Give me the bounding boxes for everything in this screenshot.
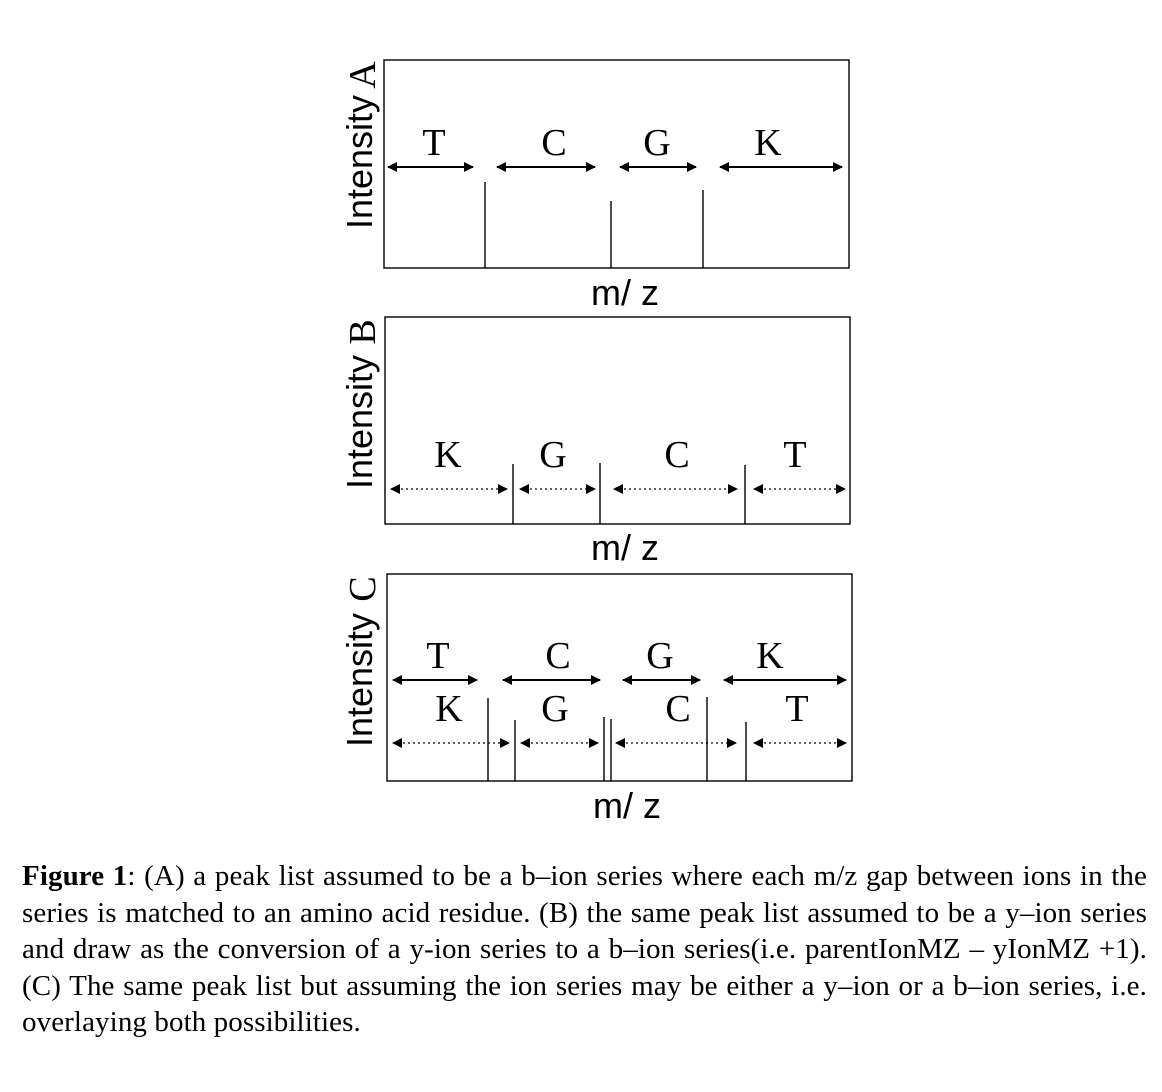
panel-letter: C <box>342 576 384 601</box>
caption-text: : (A) a peak list assumed to be a b–ion … <box>22 860 1147 1038</box>
figure-caption: Figure 1: (A) a peak list assumed to be … <box>22 858 1147 1041</box>
y-axis-label: Intensity <box>339 355 380 489</box>
panel-b: B Intensity m/ z K G C T <box>339 316 851 568</box>
residue-label: T <box>426 635 449 677</box>
x-axis-label: m/ z <box>593 785 661 826</box>
panel-frame <box>383 59 850 269</box>
caption-label: Figure 1 <box>22 860 128 892</box>
panel-letter: B <box>342 319 384 344</box>
residue-label: K <box>434 434 462 476</box>
residue-label: C <box>541 122 566 164</box>
residue-label: C <box>664 434 689 476</box>
panel-frame <box>386 573 853 782</box>
x-axis-label: m/ z <box>591 527 659 568</box>
residue-label: G <box>646 635 673 677</box>
panel-letter: A <box>342 61 384 89</box>
panel-a: A Intensity m/ z T C G K <box>339 59 850 313</box>
residue-label: K <box>754 122 782 164</box>
residue-label: K <box>435 688 463 730</box>
y-axis-label: Intensity <box>339 95 380 229</box>
residue-label: G <box>539 434 566 476</box>
residue-label: K <box>756 635 784 677</box>
residue-label: C <box>665 688 690 730</box>
residue-label: T <box>783 434 806 476</box>
residue-label: C <box>545 635 570 677</box>
residue-label: T <box>785 688 808 730</box>
y-axis-label: Intensity <box>339 613 380 747</box>
residue-label: T <box>422 122 445 164</box>
panel-frame <box>384 316 851 525</box>
residue-label: G <box>643 122 670 164</box>
residue-label: G <box>541 688 568 730</box>
x-axis-label: m/ z <box>591 272 659 313</box>
